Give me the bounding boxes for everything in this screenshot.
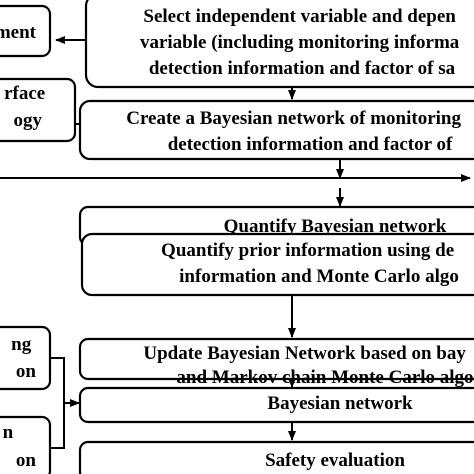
left-box-4-line-2: on — [16, 450, 37, 471]
left-box-3-line-2: on — [16, 361, 37, 382]
left-box-4-line-1: n — [3, 422, 14, 443]
main-box-bayesian-network: Bayesian network — [78, 386, 474, 424]
main-box-create-network: Create a Bayesian network of monitoring … — [78, 99, 474, 161]
left-box-2-line-1: rface — [4, 83, 45, 104]
main-box-quantify-prior-line-2: information and Monte Carlo algo — [179, 266, 459, 287]
svg-text:Update Bayesian Network based: Update Bayesian Network based on bay and… — [143, 343, 473, 388]
left-box-3: ng on — [0, 325, 52, 391]
svg-text:Create a Bayesian network of m: Create a Bayesian network of monitoring … — [126, 108, 466, 155]
main-box-safety-evaluation: Safety evaluation — [78, 440, 474, 474]
svg-text:n on: n on — [3, 422, 37, 471]
main-box-quantify-prior: Quantify prior information using de info… — [80, 232, 474, 297]
left-box-1: ment — [0, 4, 52, 58]
svg-text:Quantify prior information usi: Quantify prior information using de info… — [161, 240, 459, 287]
connectors — [0, 36, 471, 449]
main-box-bayesian-network-line-1: Bayesian network — [267, 393, 413, 414]
main-box-create-network-line-1: Create a Bayesian network of monitoring — [126, 108, 461, 129]
main-box-quantify-network-line-1: Quantify Bayesian network — [224, 216, 447, 237]
main-box-select-variables: Select independent variable and depen va… — [84, 0, 474, 89]
left-box-4: n on — [0, 415, 52, 474]
svg-text:rface ogy: rface ogy — [4, 83, 50, 131]
main-box-update-network-line-1: Update Bayesian Network based on bay — [143, 343, 466, 364]
main-box-select-variables-line-1: Select independent variable and depen — [143, 6, 456, 27]
main-box-create-network-line-2: detection information and factor of — [168, 134, 453, 155]
main-box-select-variables-line-2: variable (including monitoring informa — [140, 32, 460, 53]
svg-text:Select independent variable an: Select independent variable and depen va… — [140, 6, 464, 79]
main-box-quantify-prior-line-1: Quantify prior information using de — [161, 240, 454, 261]
left-box-3-line-1: ng — [11, 334, 32, 355]
main-box-safety-evaluation-line-1: Safety evaluation — [265, 450, 405, 471]
svg-text:Quantify Bayesian network: Quantify Bayesian network — [224, 216, 447, 237]
bracket-left-boxes — [50, 357, 65, 449]
left-box-2-line-2: ogy — [14, 110, 43, 131]
svg-text:ng on: ng on — [11, 334, 36, 382]
svg-text:Bayesian network: Bayesian network — [267, 393, 413, 414]
main-box-update-network-line-2: and Markov chain Monte Carlo algo — [176, 367, 473, 388]
svg-text:ment: ment — [0, 22, 37, 43]
main-box-select-variables-line-3: detection information and factor of sa — [149, 58, 456, 79]
left-box-1-line-1: ment — [0, 22, 37, 43]
main-box-update-network: Update Bayesian Network based on bay and… — [78, 337, 474, 388]
left-box-2: rface ogy — [0, 77, 77, 143]
svg-text:Safety evaluation: Safety evaluation — [265, 450, 405, 471]
